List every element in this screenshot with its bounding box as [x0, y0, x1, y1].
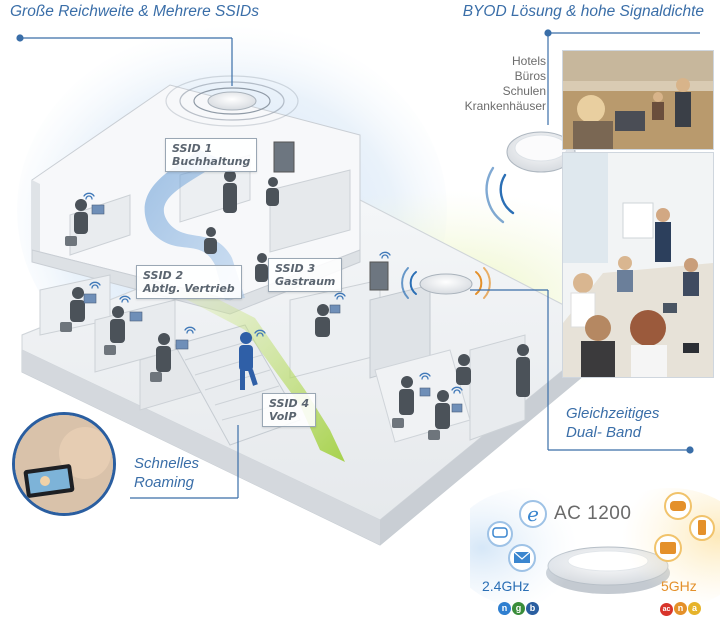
access-point-byod [485, 110, 582, 224]
roaming-callout: Schnelles Roaming [134, 454, 199, 492]
ssid-label-4: SSID 4 VoIP [262, 393, 317, 427]
ssid-name: VoIP [269, 410, 297, 423]
ssid-label-3: SSID 3 Gastraum [268, 258, 343, 292]
video-icon [654, 534, 682, 562]
dualband-line-1: Gleichzeitiges [566, 405, 660, 422]
standard-chip: b [526, 602, 539, 615]
svg-text:e: e [527, 502, 539, 526]
dualband-callout: Gleichzeitiges Dual- Band [566, 404, 659, 442]
venue-item: Krankenhäuser [464, 99, 546, 113]
ssid-name: Buchhaltung [172, 155, 251, 168]
ssid-id: SSID 1 [172, 142, 213, 155]
standard-chip: ac [660, 603, 673, 616]
venue-item: Hotels [511, 54, 546, 68]
access-point-lower [401, 267, 491, 299]
app-icon-ring: e [470, 488, 720, 608]
ssid-name: Abtlg. Vertrieb [143, 282, 235, 295]
roaming-phone-photo [12, 412, 116, 516]
ssid-id: SSID 2 [143, 269, 184, 282]
dualband-line-2: Dual- Band [566, 424, 642, 441]
standard-chip: n [498, 602, 511, 615]
ssid-name: Gastraum [275, 275, 336, 288]
venue-item: Büros [514, 69, 546, 83]
mail-icon [508, 544, 536, 572]
smartphone-icon [689, 515, 715, 541]
band-5-label: 5GHz [661, 578, 697, 594]
photo-meeting [562, 152, 714, 378]
gamepad-icon [664, 492, 692, 520]
standard-chip: a [688, 602, 701, 615]
ssid-id: SSID 3 [275, 262, 316, 275]
band-24-label: 2.4GHz [482, 578, 530, 594]
ie-browser-icon: e [519, 500, 547, 528]
standard-chip: g [512, 602, 525, 615]
chat-icon [487, 521, 513, 547]
venue-item: Schulen [502, 84, 546, 98]
ssid-label-2: SSID 2 Abtlg. Vertrieb [136, 265, 242, 299]
venue-list: Hotels Büros Schulen Krankenhäuser [465, 54, 546, 114]
roaming-line-1: Schnelles [134, 455, 200, 472]
standard-chip: n [674, 602, 687, 615]
ssid-id: SSID 4 [269, 397, 310, 410]
photo-classroom [562, 50, 714, 150]
ac-standard-label: AC 1200 [554, 503, 632, 524]
ssid-label-1: SSID 1 Buchhaltung [165, 138, 258, 172]
byod-title: BYOD Lösung & hohe Signaldichte [462, 3, 704, 20]
roaming-line-2: Roaming [134, 474, 195, 491]
range-title: Große Reichweite & Mehrere SSIDs [10, 3, 259, 20]
